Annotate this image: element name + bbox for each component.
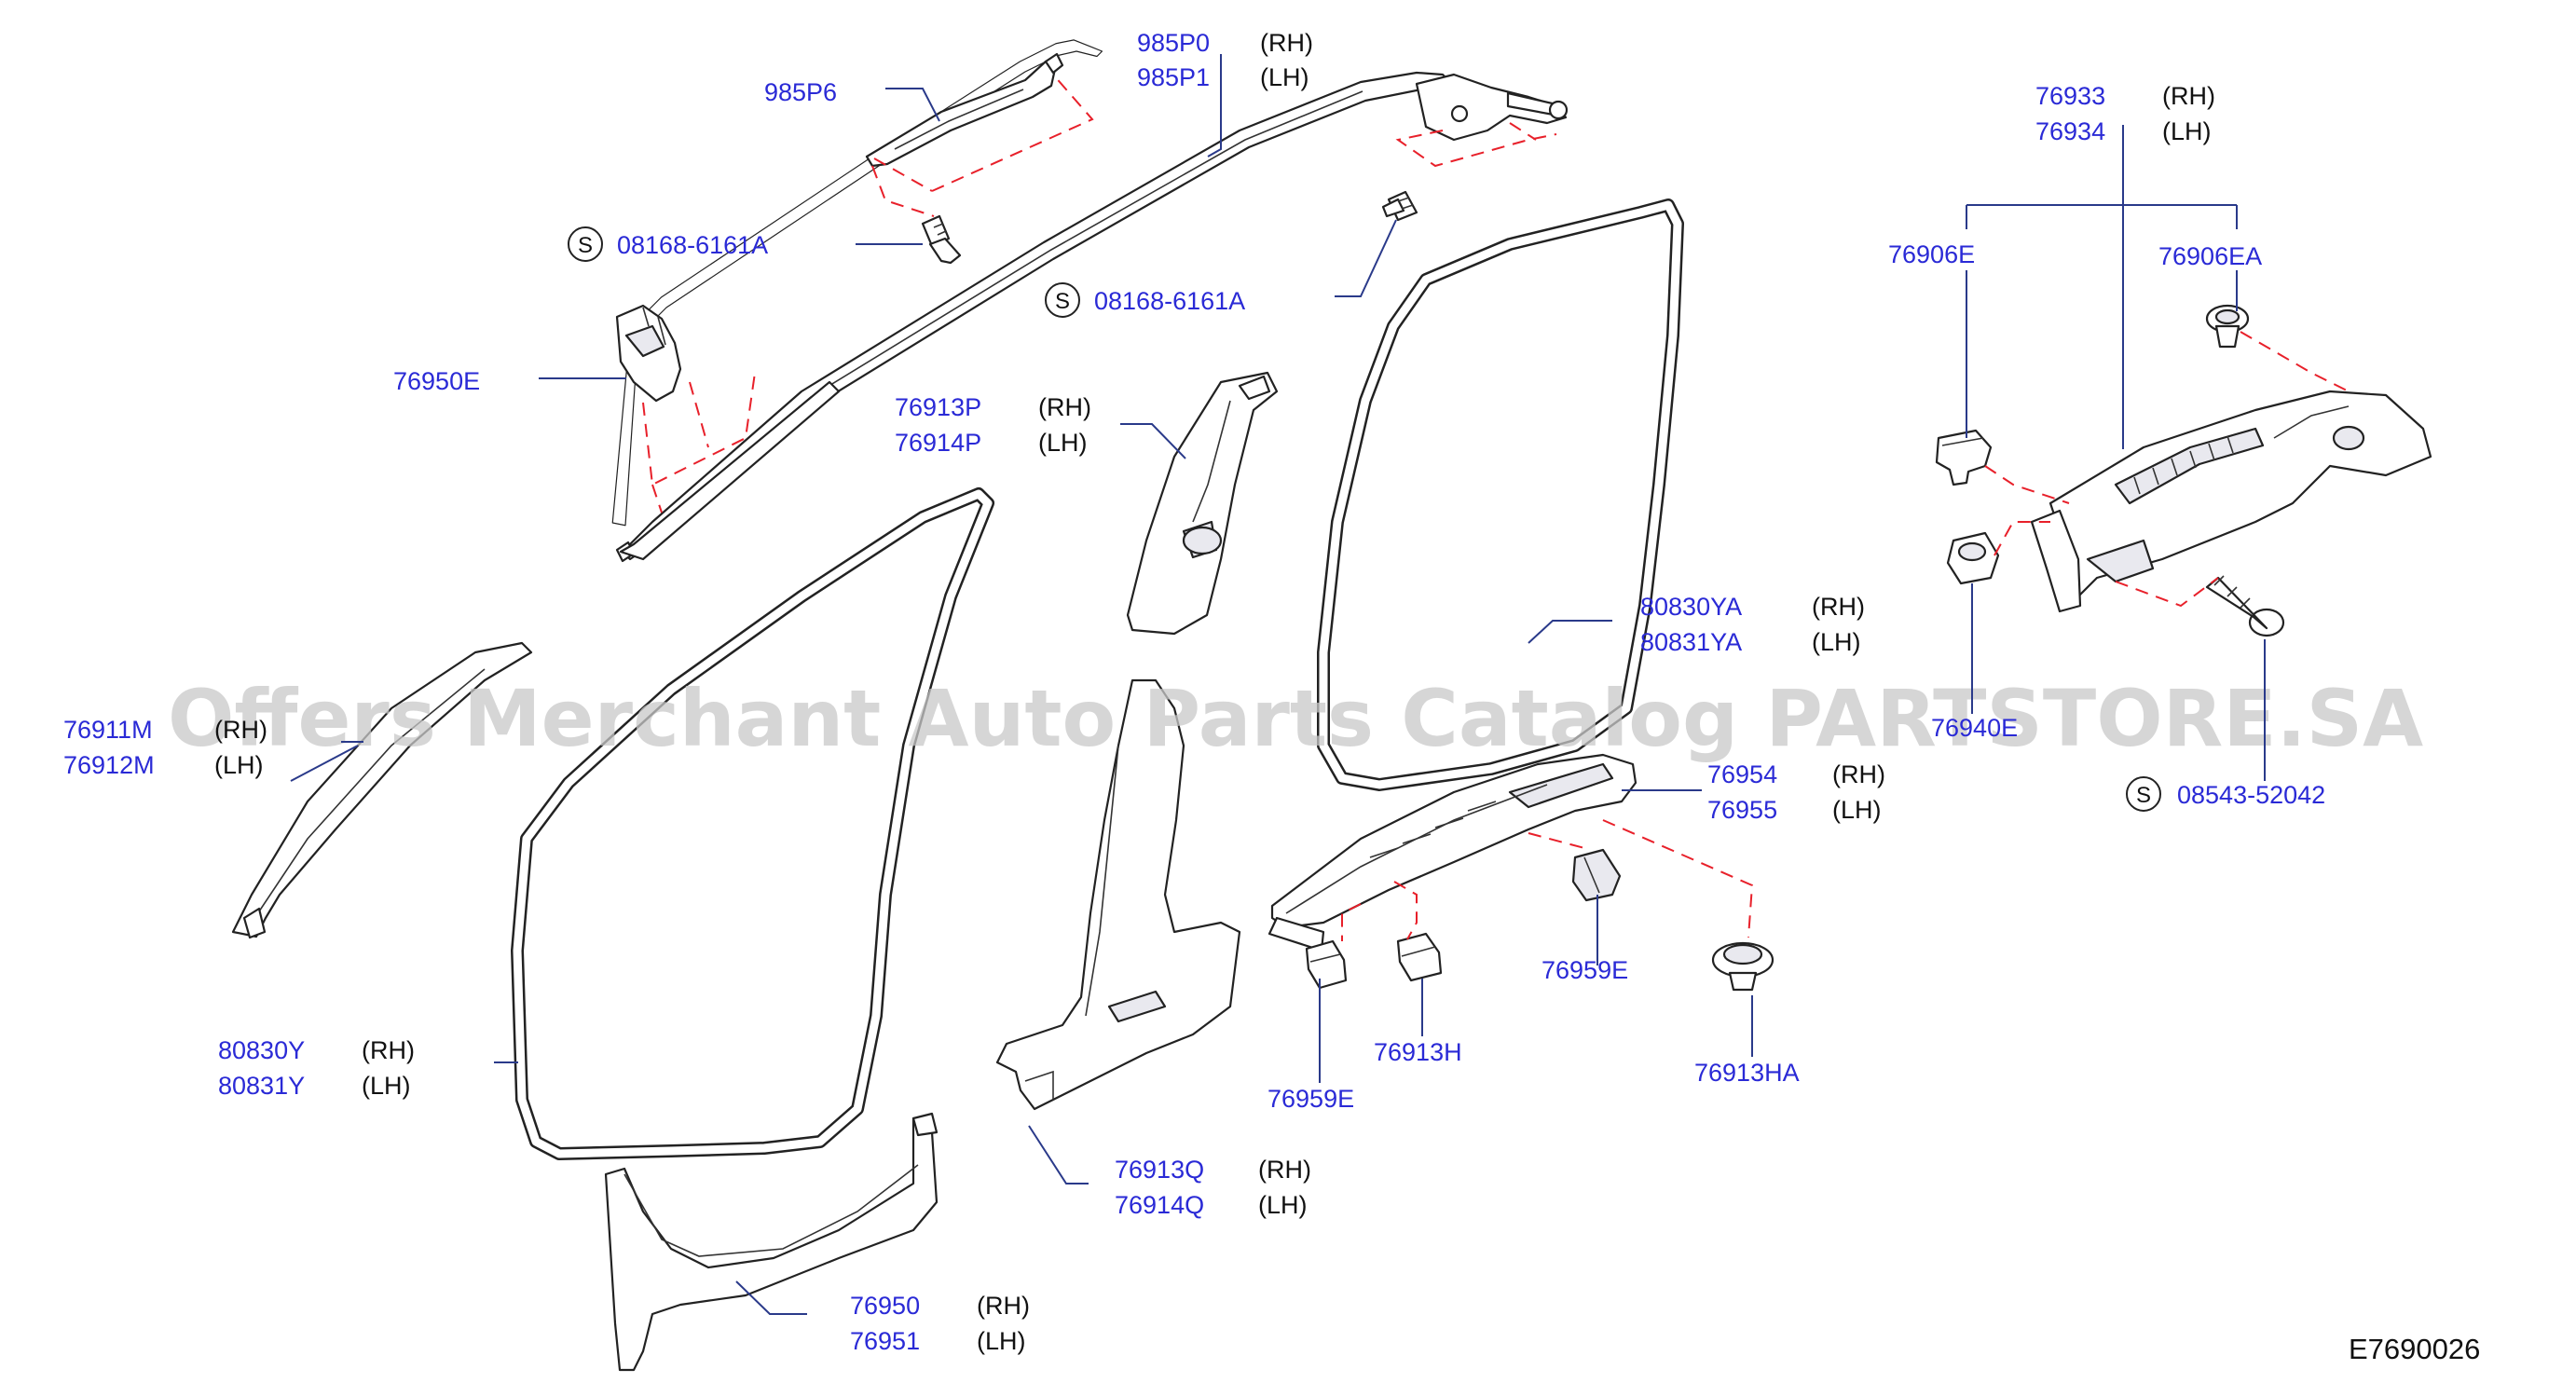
diagram-code: E7690026 xyxy=(2349,1333,2480,1365)
label-76954-side: (RH) xyxy=(1832,760,1885,788)
label-80831ya-side: (LH) xyxy=(1812,628,1861,656)
label-76911m: 76911M xyxy=(63,716,153,744)
label-76959e-right: 76959E xyxy=(1541,956,1628,984)
label-08168-left: 08168-6161A xyxy=(617,231,768,259)
front-rail-segment xyxy=(619,380,841,561)
label-80831y: 80831Y xyxy=(218,1072,305,1100)
label-76913ha: 76913HA xyxy=(1694,1059,1800,1087)
label-76954: 76954 xyxy=(1707,760,1777,788)
rear-door-weatherstrip-80830ya xyxy=(1317,199,1684,791)
label-76912m: 76912M xyxy=(63,751,155,779)
label-985p0-side: (RH) xyxy=(1260,29,1313,57)
label-76914q: 76914Q xyxy=(1115,1191,1204,1219)
b-pillar-lower-76913q xyxy=(995,678,1241,1111)
screw-08168-right xyxy=(1381,190,1418,222)
label-76913p: 76913P xyxy=(895,393,981,421)
roof-side-rail-trim xyxy=(611,39,1103,527)
label-76955: 76955 xyxy=(1707,796,1777,824)
label-76913h: 76913H xyxy=(1374,1038,1462,1066)
pillar-hole xyxy=(2332,425,2365,451)
clip-76913ha xyxy=(1711,941,1774,992)
label-76959e-left: 76959E xyxy=(1267,1085,1354,1113)
pin-head xyxy=(1548,100,1569,120)
label-985p1: 985P1 xyxy=(1137,63,1210,91)
label-80831ya: 80831YA xyxy=(1640,628,1742,656)
b-pillar-upper-76913p xyxy=(1126,371,1279,636)
label-08168-right: 08168-6161A xyxy=(1094,287,1245,315)
label-76913p-side: (RH) xyxy=(1038,393,1091,421)
screw-marker-right-letter: S xyxy=(1055,289,1070,314)
label-80830y: 80830Y xyxy=(218,1036,305,1064)
front-kicking-plate-76950 xyxy=(604,1112,939,1372)
seatbelt-opening xyxy=(1182,526,1223,555)
label-985p6: 985P6 xyxy=(764,78,837,106)
clip-76913h xyxy=(1396,932,1443,982)
label-76955-side: (LH) xyxy=(1832,796,1882,824)
label-76914p-side: (LH) xyxy=(1038,429,1088,457)
label-985p0: 985P0 xyxy=(1137,29,1210,57)
label-76934-side: (LH) xyxy=(2162,117,2212,145)
screw-marker-left-letter: S xyxy=(578,233,593,258)
label-76933-side: (RH) xyxy=(2162,82,2215,110)
screw-marker-right xyxy=(1045,282,1080,318)
label-76951-side: (LH) xyxy=(977,1327,1026,1355)
bracket-985p6 xyxy=(865,52,1064,168)
clip-76906e xyxy=(1935,429,1993,486)
roof-rail-strip xyxy=(621,71,1456,561)
screw-marker-left xyxy=(568,226,603,262)
label-76912m-side: (LH) xyxy=(214,751,264,779)
assembly-lines xyxy=(642,74,2350,941)
clip-76906ea xyxy=(2205,304,2250,349)
screw-marker-rear xyxy=(2126,776,2161,812)
label-80830ya-side: (RH) xyxy=(1812,593,1865,621)
clip-76950e xyxy=(615,304,682,403)
screw-08168-left xyxy=(921,214,962,265)
label-985p1-side: (LH) xyxy=(1260,63,1309,91)
label-80830y-side: (RH) xyxy=(362,1036,415,1064)
label-76913q: 76913Q xyxy=(1115,1156,1204,1184)
label-76934: 76934 xyxy=(2035,117,2105,145)
label-76950: 76950 xyxy=(850,1292,920,1320)
label-76914q-side: (LH) xyxy=(1258,1191,1308,1219)
clip-76959e-left xyxy=(1305,939,1348,990)
front-door-weatherstrip-80830y xyxy=(511,487,994,1160)
label-76914p: 76914P xyxy=(895,429,981,457)
label-76950e: 76950E xyxy=(393,367,480,395)
bracket-hole xyxy=(1450,104,1469,123)
label-76933: 76933 xyxy=(2035,82,2105,110)
label-76950-side: (RH) xyxy=(977,1292,1030,1320)
leader-lines xyxy=(290,54,2266,1315)
label-76913q-side: (RH) xyxy=(1258,1156,1311,1184)
watermark: Offers Merchant Auto Parts Catalog PARTS… xyxy=(168,673,2423,764)
label-76940e: 76940E xyxy=(1931,714,2018,742)
rear-pillar-finisher-76933 xyxy=(2030,390,2432,613)
a-pillar-garnish-76911m xyxy=(231,641,533,939)
label-76906e: 76906E xyxy=(1888,240,1975,268)
clip-76940e xyxy=(1946,531,2000,585)
label-76911m-side: (RH) xyxy=(214,716,267,744)
screw-08543-52042 xyxy=(2205,575,2285,637)
label-80831y-side: (LH) xyxy=(362,1072,411,1100)
label-08543: 08543-52042 xyxy=(2177,781,2325,809)
label-80830ya: 80830YA xyxy=(1640,593,1742,621)
clip-76959e-right xyxy=(1571,848,1622,902)
roof-rail-rear-bracket xyxy=(1415,73,1568,142)
screw-marker-rear-letter: S xyxy=(2136,783,2151,808)
label-76906ea: 76906EA xyxy=(2158,242,2262,270)
rear-kicking-plate-76954 xyxy=(1267,753,1637,952)
label-76951: 76951 xyxy=(850,1327,920,1355)
